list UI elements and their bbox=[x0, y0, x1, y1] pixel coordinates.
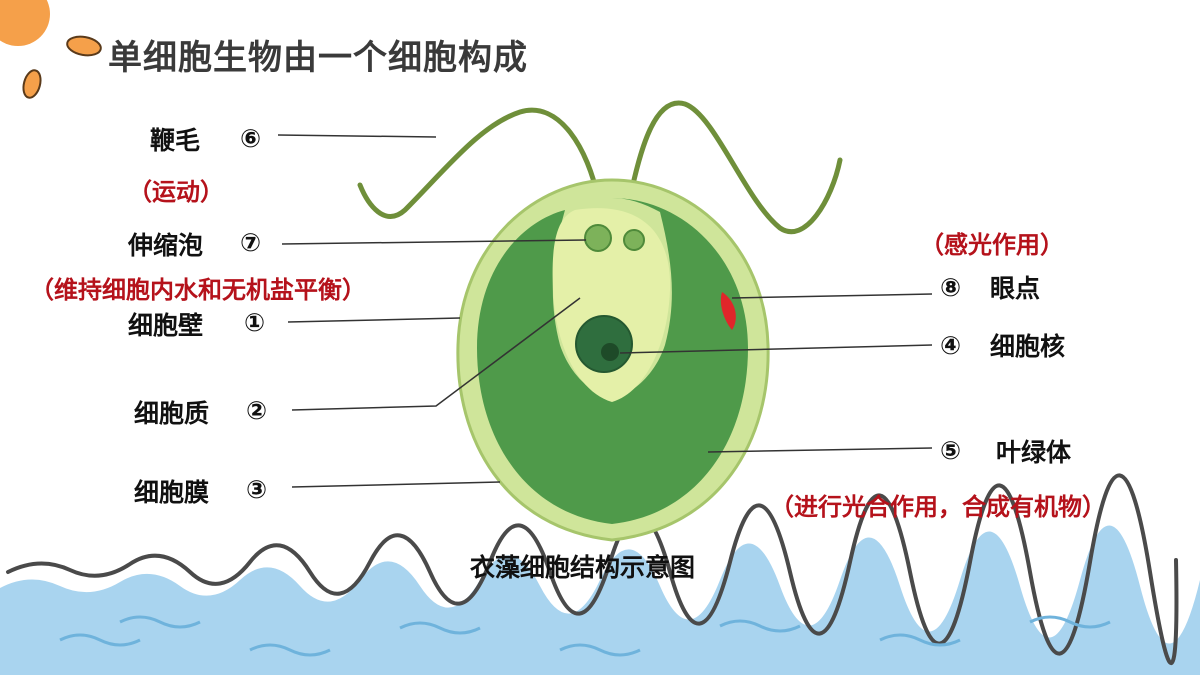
chloroplast-label: 叶绿体 bbox=[996, 438, 1072, 467]
cell-membrane-label: 细胞膜 bbox=[134, 478, 210, 507]
cell-wall-number: ① bbox=[244, 308, 266, 337]
eyespot-label: 眼点 bbox=[990, 274, 1041, 303]
page-title: 单细胞生物由一个细胞构成 bbox=[108, 38, 528, 78]
contractile-vacuole-label: 伸缩泡 bbox=[128, 231, 204, 260]
chlamydomonas-cell bbox=[456, 178, 770, 542]
cell-wall-label: 细胞壁 bbox=[128, 311, 204, 340]
leader-lines bbox=[277, 134, 933, 488]
flagellum-function: （运动） bbox=[128, 178, 224, 206]
nucleus-number: ④ bbox=[940, 331, 962, 360]
eyespot-function: （感光作用） bbox=[920, 231, 1064, 259]
eyespot bbox=[720, 292, 736, 330]
flagella bbox=[357, 100, 843, 235]
eyespot-number: ⑧ bbox=[940, 273, 962, 302]
contractile-vacuole-function: （维持细胞内水和无机盐平衡） bbox=[30, 276, 366, 304]
nucleus bbox=[575, 315, 633, 373]
cytoplasm-label: 细胞质 bbox=[134, 399, 210, 428]
cytoplasm-number: ② bbox=[246, 396, 268, 425]
contractile-vacuole-1 bbox=[584, 224, 612, 252]
chloroplast-function: （进行光合作用，合成有机物） bbox=[770, 493, 1106, 521]
nucleus-label: 细胞核 bbox=[990, 332, 1066, 361]
flagellum-number: ⑥ bbox=[240, 124, 262, 153]
diagram-caption: 衣藻细胞结构示意图 bbox=[470, 553, 696, 582]
contractile-vacuole-number: ⑦ bbox=[240, 228, 262, 257]
contractile-vacuole-2 bbox=[623, 229, 645, 251]
water-decoration bbox=[0, 473, 1200, 675]
flagellum-label: 鞭毛 bbox=[150, 126, 201, 155]
cell-membrane-number: ③ bbox=[246, 475, 268, 504]
chloroplast-number: ⑤ bbox=[940, 436, 962, 465]
sun-decoration bbox=[0, 0, 102, 99]
chloroplast bbox=[477, 198, 748, 524]
